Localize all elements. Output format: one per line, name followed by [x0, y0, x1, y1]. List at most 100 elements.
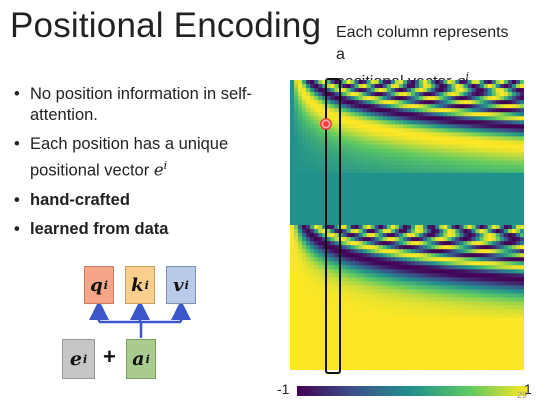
- heatmap-cell: [374, 353, 380, 359]
- heatmap-cell: [362, 313, 367, 318]
- heatmap-cell: [302, 261, 307, 266]
- heatmap-cell: [499, 353, 505, 359]
- heatmap-cell: [447, 184, 452, 190]
- heatmap-cell: [479, 184, 484, 190]
- heatmap-cell: [447, 108, 452, 113]
- heatmap-cell: [326, 216, 331, 222]
- heatmap-cell: [427, 245, 432, 250]
- heatmap-cell: [483, 293, 488, 298]
- heatmap-cell: [411, 208, 416, 214]
- heatmap-cell: [499, 249, 505, 254]
- heatmap-cell: [447, 249, 452, 254]
- heatmap-cell: [306, 164, 311, 169]
- heatmap-cell: [294, 313, 299, 318]
- heatmap-cell: [402, 269, 408, 274]
- heatmap-cell: [318, 241, 323, 246]
- heatmap-cell: [326, 265, 331, 270]
- heatmap-cell: [511, 108, 517, 113]
- heatmap-cell: [519, 245, 524, 250]
- heatmap-cell: [431, 80, 436, 85]
- heatmap-cell: [310, 253, 315, 258]
- heatmap-cell: [451, 164, 456, 169]
- heatmap-cell: [322, 132, 327, 137]
- heatmap-cell: [487, 192, 493, 198]
- heatmap-cell: [435, 200, 440, 206]
- heatmap-cell: [330, 361, 335, 367]
- heatmap-cell: [491, 273, 497, 278]
- heatmap-cell: [378, 136, 384, 141]
- heatmap-cell: [451, 180, 456, 186]
- heatmap-cell: [394, 361, 400, 367]
- heatmap-cell: [354, 108, 359, 113]
- heatmap-cell: [374, 341, 380, 347]
- heatmap-cell: [386, 277, 392, 282]
- heatmap-cell: [451, 96, 456, 101]
- heatmap-cell: [427, 184, 432, 190]
- heatmap-cell: [483, 229, 488, 234]
- heatmap-cell: [366, 345, 371, 351]
- heatmap-cell: [483, 301, 488, 306]
- heatmap-cell: [463, 265, 468, 270]
- heatmap-cell: [306, 152, 311, 157]
- heatmap-cell: [439, 196, 444, 202]
- heatmap-cell: [390, 293, 396, 298]
- heatmap-cell: [370, 180, 376, 186]
- heatmap-cell: [443, 100, 448, 105]
- heatmap-cell: [366, 249, 371, 254]
- heatmap-cell: [366, 361, 371, 367]
- heatmap-cell: [386, 349, 392, 355]
- heatmap-cell: [298, 124, 303, 129]
- heatmap-cell: [390, 365, 396, 370]
- heatmap-cell: [483, 124, 488, 129]
- heatmap-cell: [435, 257, 440, 262]
- heatmap-cell: [407, 357, 412, 363]
- heatmap-cell: [314, 152, 319, 157]
- heatmap-cell: [394, 124, 400, 129]
- heatmap-cell: [358, 265, 363, 270]
- heatmap-cell: [443, 313, 448, 318]
- heatmap-cell: [302, 305, 307, 310]
- heatmap-cell: [398, 261, 404, 266]
- heatmap-cell: [415, 132, 420, 137]
- heatmap-cell: [366, 180, 371, 186]
- heatmap-cell: [306, 285, 311, 290]
- heatmap-cell: [463, 80, 468, 85]
- heatmap-cell: [386, 164, 392, 169]
- heatmap-cell: [503, 281, 509, 286]
- heatmap-cell: [503, 353, 509, 359]
- heatmap-cell: [362, 212, 367, 218]
- heatmap-cell: [290, 152, 295, 157]
- heatmap-cell: [342, 220, 347, 226]
- heatmap-cell: [398, 341, 404, 347]
- heatmap-cell: [455, 100, 460, 105]
- heatmap-cell: [499, 216, 505, 222]
- heatmap-cell: [455, 273, 460, 278]
- heatmap-cell: [435, 96, 440, 101]
- heatmap-cell: [491, 321, 497, 326]
- heatmap-cell: [362, 148, 367, 153]
- heatmap-cell: [471, 321, 476, 326]
- heatmap-cell: [439, 116, 444, 121]
- heatmap-cell: [443, 257, 448, 262]
- heatmap-cell: [366, 104, 371, 109]
- heatmap-cell: [290, 245, 295, 250]
- colorbar-max-label: 1: [524, 381, 532, 397]
- heatmap-cell: [515, 196, 521, 202]
- heatmap-cell: [386, 96, 392, 101]
- heatmap-cell: [419, 80, 424, 85]
- heatmap-cell: [411, 184, 416, 190]
- heatmap-cell: [330, 285, 335, 290]
- heatmap-cell: [330, 293, 335, 298]
- heatmap-cell: [306, 156, 311, 161]
- heatmap-cell: [362, 309, 367, 314]
- heatmap-cell: [374, 172, 380, 177]
- heatmap-cell: [503, 152, 509, 157]
- heatmap-cell: [294, 192, 299, 198]
- heatmap-cell: [511, 321, 517, 326]
- heatmap-cell: [374, 333, 380, 339]
- heatmap-cell: [290, 148, 295, 153]
- heatmap-cell: [390, 84, 396, 89]
- heatmap-cell: [447, 148, 452, 153]
- heatmap-cell: [471, 317, 476, 322]
- heatmap-cell: [431, 180, 436, 186]
